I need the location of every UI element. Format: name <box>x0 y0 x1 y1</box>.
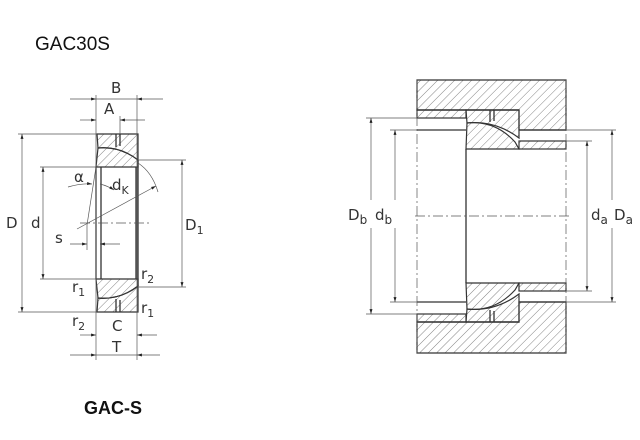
dim-Da-label: Da <box>614 206 633 227</box>
angle-alpha-label: α <box>74 168 84 186</box>
shaft-shoulder-top <box>518 140 567 150</box>
dim-D1-label: D1 <box>185 216 204 237</box>
dim-B-label: B <box>111 79 121 97</box>
dim-T-label: T <box>111 338 122 356</box>
spacer-top <box>416 109 467 119</box>
dim-C-label: C <box>112 317 122 335</box>
spacer-bottom <box>416 313 467 323</box>
dim-Db-label: Db <box>348 206 367 227</box>
radius-r1-right-label: r1 <box>141 299 154 320</box>
radius-r2-left-label: r2 <box>72 312 85 333</box>
dim-dK-label: dK <box>112 176 130 197</box>
dim-D-label: D <box>6 214 18 232</box>
radius-r1-left-label: r1 <box>72 278 85 299</box>
product-title: GAC30S <box>35 34 110 55</box>
radius-r2-right-label: r2 <box>141 265 154 286</box>
dim-A-label: A <box>104 100 115 118</box>
mounting-section-view: Db db da Da <box>345 79 638 354</box>
dim-db-label: db <box>375 206 392 227</box>
series-label: GAC-S <box>84 398 142 418</box>
shaft-shoulder-bottom <box>518 282 567 292</box>
dim-d-label: d <box>31 214 41 232</box>
bearing-section-view: B A D d D1 α dK s r1 r2 r2 r1 C T <box>6 79 204 360</box>
dim-da-label: da <box>591 206 608 227</box>
dim-s-label: s <box>55 229 63 247</box>
